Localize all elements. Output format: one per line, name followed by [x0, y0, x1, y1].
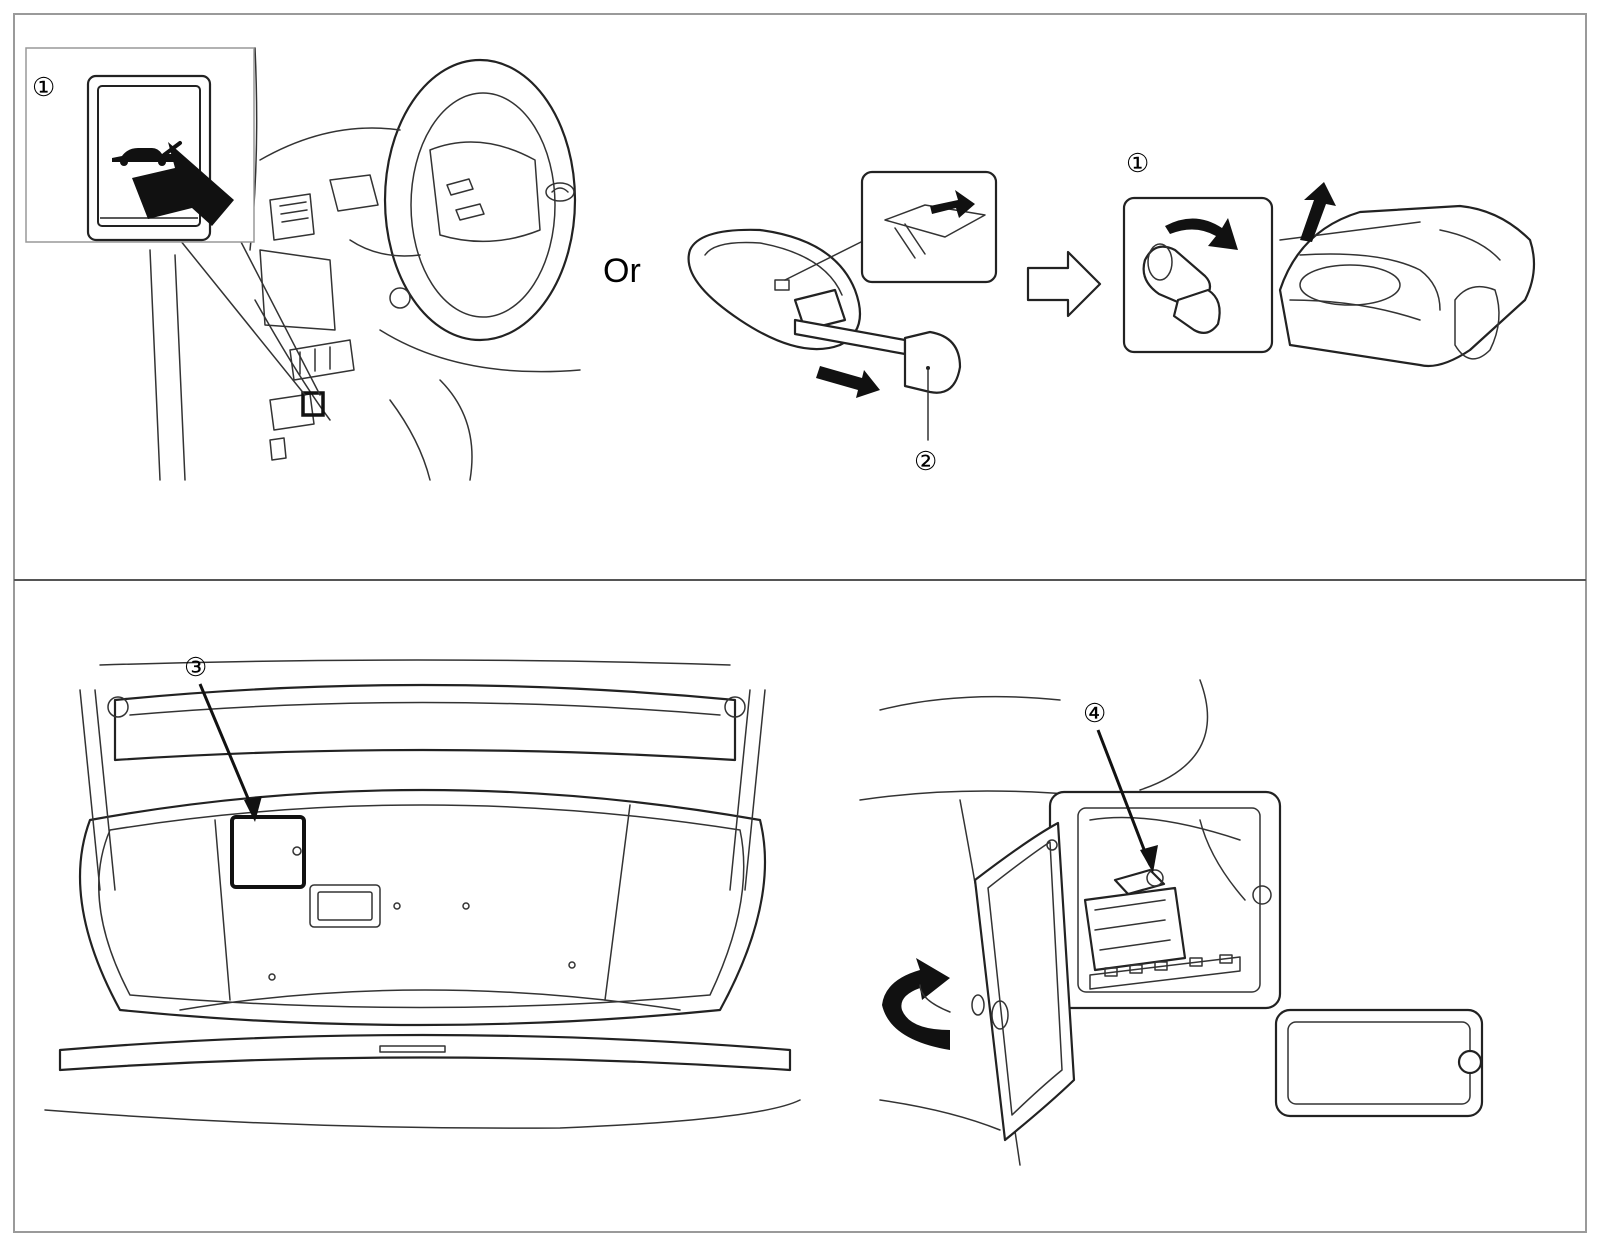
key-panel: ②	[687, 170, 998, 476]
or-label: Or	[603, 252, 641, 290]
figure-frame	[13, 13, 1587, 1233]
callout-4: ④	[1083, 698, 1106, 728]
key-cylinder-icon	[1142, 245, 1212, 308]
callout-1-dashboard: ①	[32, 72, 55, 102]
callout-2: ②	[914, 446, 937, 476]
callout-3: ③	[184, 652, 207, 682]
trunk-key-panel: ①	[1122, 148, 1536, 368]
arrow-right-icon	[1026, 250, 1102, 318]
callout-1-trunk: ①	[1126, 148, 1149, 178]
trunk-interior-panel: ③	[44, 652, 801, 1129]
rotate-arrow-icon	[882, 958, 950, 1050]
dashboard-panel: ①	[25, 47, 581, 481]
service-cover-panel: ④	[859, 679, 1484, 1166]
